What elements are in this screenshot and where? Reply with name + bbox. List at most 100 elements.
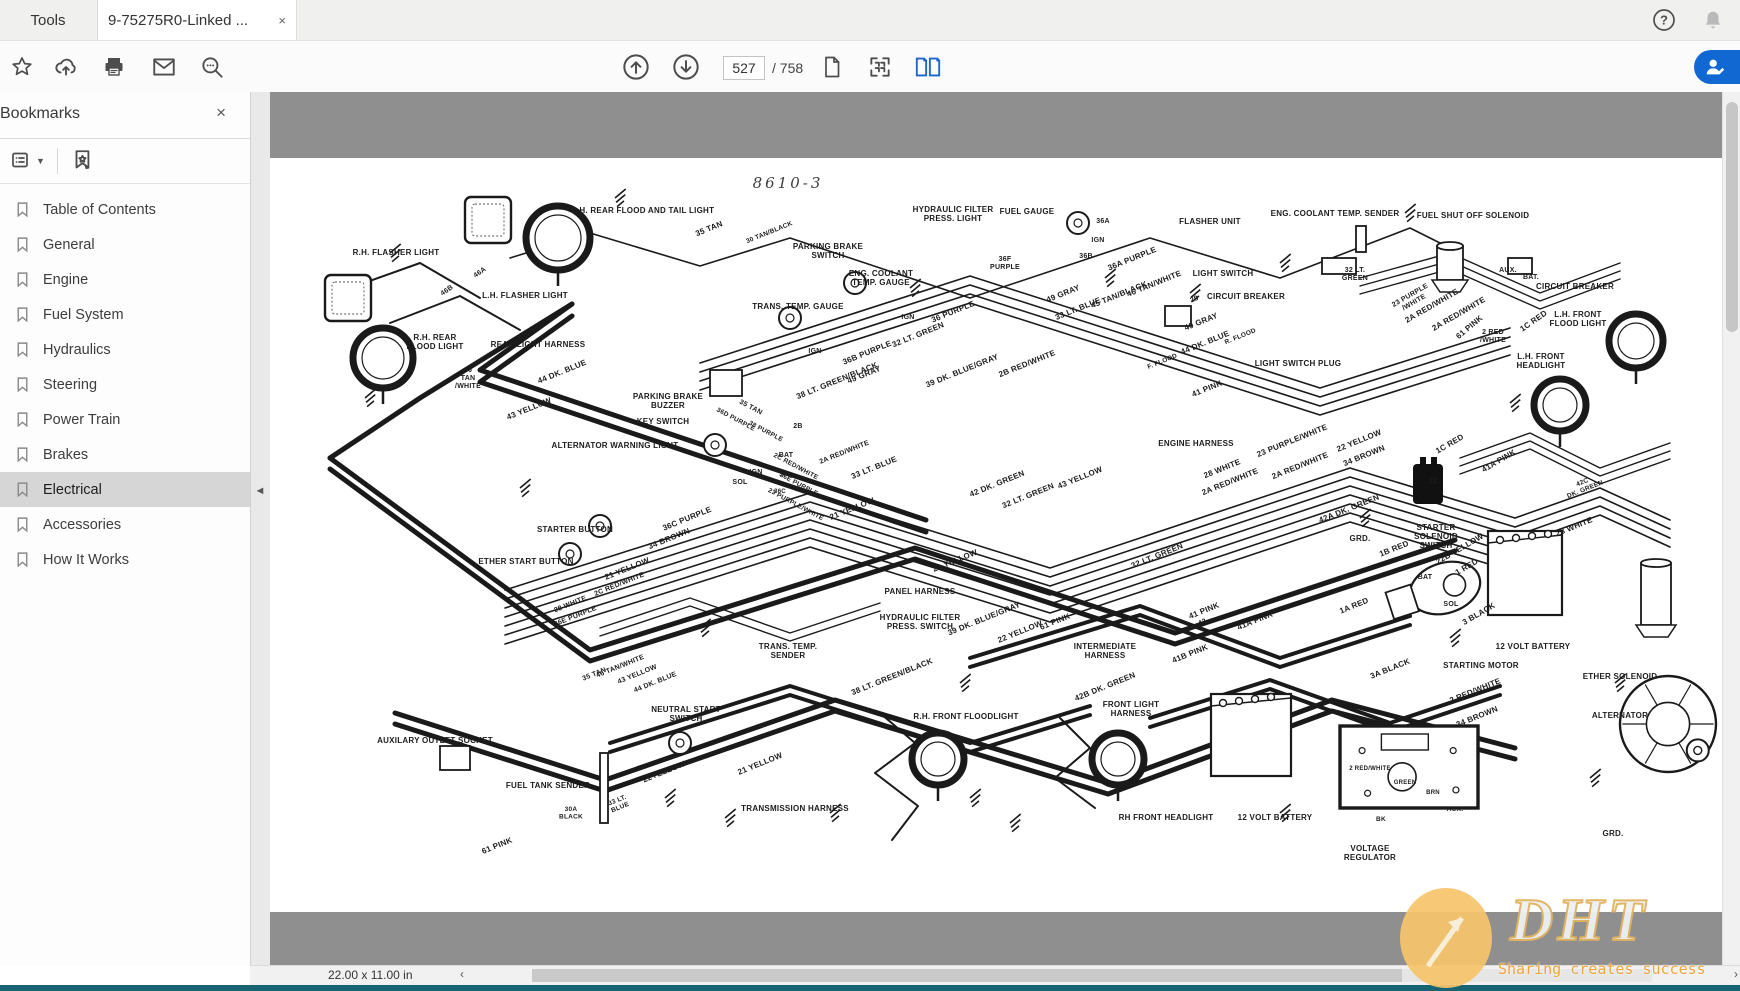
horizontal-scrollbar[interactable] <box>532 969 1652 982</box>
svg-text:IGN: IGN <box>749 469 762 476</box>
bookmark-label: How It Works <box>43 551 129 568</box>
bottom-edge-bar <box>0 985 1740 991</box>
favorites-star-icon[interactable] <box>8 53 36 81</box>
sidebar-item-power-train[interactable]: Power Train <box>0 402 250 437</box>
share-with-others-button[interactable] <box>1694 50 1740 84</box>
sidebar-item-general[interactable]: General <box>0 227 250 262</box>
tab-tools[interactable]: Tools <box>30 11 66 29</box>
vertical-scrollbar[interactable] <box>1722 92 1740 985</box>
svg-text:R.H. FLASHER LIGHT: R.H. FLASHER LIGHT <box>353 248 440 257</box>
svg-text:R.H. FRONT FLOODLIGHT: R.H. FRONT FLOODLIGHT <box>913 712 1018 721</box>
horizontal-scrollbar-thumb[interactable] <box>532 969 1402 982</box>
svg-text:38 LT. GREEN/BLACK: 38 LT. GREEN/BLACK <box>795 360 879 401</box>
page-count-label: / 758 <box>772 60 804 76</box>
svg-text:IGN: IGN <box>901 314 914 321</box>
svg-text:TRANS. TEMP.SENDER: TRANS. TEMP.SENDER <box>759 642 817 660</box>
svg-text:REAR LIGHT HARNESS: REAR LIGHT HARNESS <box>491 340 586 349</box>
notifications-bell-icon[interactable] <box>1702 9 1724 31</box>
share-upload-icon[interactable] <box>52 53 80 81</box>
svg-text:61 PINK: 61 PINK <box>481 836 514 856</box>
collapse-panel-arrow-icon[interactable]: ◄ <box>254 485 266 497</box>
bookmark-label: General <box>43 236 95 253</box>
sidebar-item-how-it-works[interactable]: How It Works <box>0 542 250 577</box>
svg-text:GRD.: GRD. <box>1350 534 1371 543</box>
page-number-input[interactable] <box>723 56 765 80</box>
bookmark-label: Power Train <box>43 411 121 428</box>
print-icon[interactable] <box>100 53 128 81</box>
email-icon[interactable] <box>150 53 178 81</box>
svg-text:46A: 46A <box>473 266 488 280</box>
svg-text:36D: 36D <box>779 472 791 478</box>
svg-text:43 YELLOW: 43 YELLOW <box>1056 465 1104 491</box>
main-toolbar: / 758 <box>0 41 1740 93</box>
svg-text:SOL: SOL <box>732 479 748 486</box>
bookmark-label: Table of Contents <box>43 201 156 218</box>
svg-text:AUXILARY OUTLET SOCKET: AUXILARY OUTLET SOCKET <box>377 736 493 745</box>
bookmarks-panel: Bookmarks × ▼ Table of Contents General <box>0 92 250 966</box>
svg-text:ETHER SOLENOID: ETHER SOLENOID <box>1583 672 1658 681</box>
sidebar-item-electrical[interactable]: Electrical <box>0 472 250 507</box>
svg-text:39 DK. BLUE/GRAY: 39 DK. BLUE/GRAY <box>924 352 1000 390</box>
svg-text:BRN: BRN <box>1426 790 1440 796</box>
next-page-icon[interactable] <box>672 53 700 81</box>
document-tab-title: 9-75275R0-Linked ... <box>108 11 249 29</box>
svg-text:2A RED/WHITE: 2A RED/WHITE <box>819 439 871 465</box>
svg-text:2A RED/WHITE: 2A RED/WHITE <box>1271 450 1330 481</box>
sidebar-item-steering[interactable]: Steering <box>0 367 250 402</box>
chevron-down-icon[interactable]: ▼ <box>36 156 45 166</box>
svg-text:FUEL SHUT OFF SOLENOID: FUEL SHUT OFF SOLENOID <box>1417 211 1529 220</box>
previous-page-icon[interactable] <box>622 53 650 81</box>
svg-text:32 LT.GREEN: 32 LT.GREEN <box>1342 267 1368 282</box>
svg-text:CIRCUIT BREAKER: CIRCUIT BREAKER <box>1207 292 1285 301</box>
svg-text:2 RED/WHITE: 2 RED/WHITE <box>1480 329 1506 344</box>
figure-number: 8610-3 <box>753 174 824 192</box>
bookmark-list: Table of Contents General Engine Fuel Sy… <box>0 192 250 577</box>
svg-text:36A: 36A <box>1096 218 1110 225</box>
help-icon[interactable]: ? <box>1652 8 1676 32</box>
sidebar-item-accessories[interactable]: Accessories <box>0 507 250 542</box>
bookmark-options-icon[interactable] <box>10 149 34 173</box>
sidebar-item-fuel-system[interactable]: Fuel System <box>0 297 250 332</box>
close-document-icon[interactable]: × <box>278 12 286 28</box>
svg-text:41 PINK: 41 PINK <box>1191 379 1224 399</box>
search-icon[interactable] <box>198 53 226 81</box>
scroll-right-arrow-icon[interactable]: › <box>1734 967 1738 981</box>
svg-text:R. FLOOD: R. FLOOD <box>1224 327 1257 346</box>
sidebar-item-table-of-contents[interactable]: Table of Contents <box>0 192 250 227</box>
sidebar-item-engine[interactable]: Engine <box>0 262 250 297</box>
bookmark-label: Brakes <box>43 446 89 463</box>
two-page-view-icon[interactable] <box>914 53 942 81</box>
svg-text:22: 22 <box>1429 478 1437 485</box>
bookmarks-close-icon[interactable]: × <box>216 103 226 122</box>
bookmark-icon <box>14 446 31 463</box>
svg-text:ETHER START BUTTON: ETHER START BUTTON <box>478 557 573 566</box>
vertical-scrollbar-thumb[interactable] <box>1726 102 1738 332</box>
panel-divider[interactable] <box>250 92 271 966</box>
bookmark-icon <box>14 341 31 358</box>
svg-text:FUEL GAUGE: FUEL GAUGE <box>1000 207 1055 216</box>
svg-text:IGN: IGN <box>1091 237 1104 244</box>
single-page-view-icon[interactable] <box>818 53 846 81</box>
svg-text:BK: BK <box>1376 816 1386 823</box>
expand-current-bookmark-icon[interactable] <box>70 148 96 174</box>
scroll-left-arrow-icon[interactable]: ‹ <box>460 967 464 981</box>
svg-text:42B DK. GREEN: 42B DK. GREEN <box>1073 670 1136 703</box>
bookmark-icon <box>14 376 31 393</box>
sidebar-item-hydraulics[interactable]: Hydraulics <box>0 332 250 367</box>
svg-text:38 LT. GREEN/BLACK: 38 LT. GREEN/BLACK <box>850 656 934 697</box>
organize-pages-icon[interactable] <box>866 53 894 81</box>
sidebar-item-brakes[interactable]: Brakes <box>0 437 250 472</box>
tab-document[interactable]: 9-75275R0-Linked ... × <box>97 0 297 40</box>
svg-text:49 GRAY: 49 GRAY <box>1045 283 1081 305</box>
svg-text:12 VOLT BATTERY: 12 VOLT BATTERY <box>1496 642 1571 651</box>
svg-text:21 YELLOW: 21 YELLOW <box>736 751 784 777</box>
